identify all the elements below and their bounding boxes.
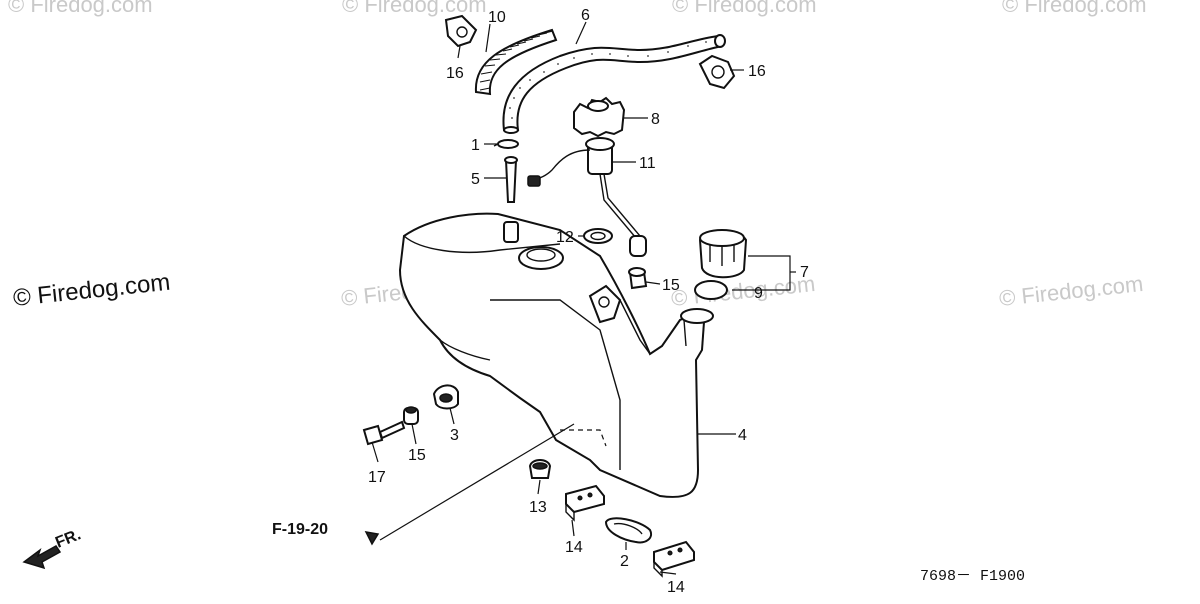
callout-9: 9 <box>754 285 763 302</box>
callout-15-upper: 15 <box>662 277 680 294</box>
callout-7: 7 <box>800 264 809 281</box>
callout-5: 5 <box>471 171 480 188</box>
part-9-gasket <box>694 280 728 300</box>
callout-17: 17 <box>368 469 386 486</box>
part-15-cap-upper <box>628 267 648 290</box>
callout-11: 11 <box>639 155 656 172</box>
part-17-bolt <box>362 420 406 446</box>
callout-16-left: 16 <box>446 65 464 82</box>
watermark-top-right: © Firedog.com <box>672 0 817 17</box>
part-16-hose-clip-right <box>698 54 736 90</box>
callout-14-upper: 14 <box>565 539 583 556</box>
front-direction-label: FR. <box>53 526 83 551</box>
part-7-filler-cap <box>698 229 748 279</box>
watermark-top-center: © Firedog.com <box>342 0 487 17</box>
callout-16-right: 16 <box>748 63 766 80</box>
part-16-hose-clip-left <box>444 14 478 48</box>
part-15-collar-lower <box>403 406 419 425</box>
watermark-mid-right: © Firedog.com <box>670 271 816 311</box>
callout-2: 2 <box>620 553 629 570</box>
callout-15-lower: 15 <box>408 447 426 464</box>
part-2-rubber-band <box>604 517 652 544</box>
part-13-cap-nut <box>528 459 552 479</box>
callout-4: 4 <box>738 427 747 444</box>
callout-3: 3 <box>450 427 459 444</box>
diagram-code: 7698－ F1900 <box>920 568 1025 585</box>
part-6-vent-tube <box>502 34 726 134</box>
part-14-cushion-lower <box>653 540 695 578</box>
part-4-fuel-tank <box>398 212 714 498</box>
callout-labels: 10 6 16 16 8 1 5 11 12 15 7 9 4 3 15 17 … <box>368 7 809 596</box>
callout-1: 1 <box>471 137 480 154</box>
part-11-fuel-gauge <box>527 137 647 257</box>
watermark-mid-left: © Firedog.com <box>12 269 172 312</box>
part-10-corrugated-hose <box>474 28 558 96</box>
reference-label: F-19-20 <box>272 521 328 538</box>
callout-13: 13 <box>529 499 547 516</box>
callout-10: 10 <box>488 9 506 26</box>
part-3-grommet <box>432 384 459 410</box>
part-8-lock-nut <box>573 96 626 138</box>
callout-14-lower: 14 <box>667 579 685 596</box>
callout-8: 8 <box>651 111 660 128</box>
part-14-cushion-upper <box>565 484 605 522</box>
watermark-mid-far-right: © Firedog.com <box>998 271 1144 311</box>
watermark-top-left: © Firedog.com <box>8 0 153 17</box>
front-direction-arrow: FR. <box>22 526 83 570</box>
reference-f-19-20: F-19-20 <box>272 423 607 546</box>
leader-lines <box>371 21 796 575</box>
watermark-top-far-right: © Firedog.com <box>1002 0 1147 17</box>
part-12-grommet <box>583 228 613 244</box>
callout-6: 6 <box>581 7 590 24</box>
part-5-tube <box>504 156 518 203</box>
callout-12: 12 <box>556 229 574 246</box>
